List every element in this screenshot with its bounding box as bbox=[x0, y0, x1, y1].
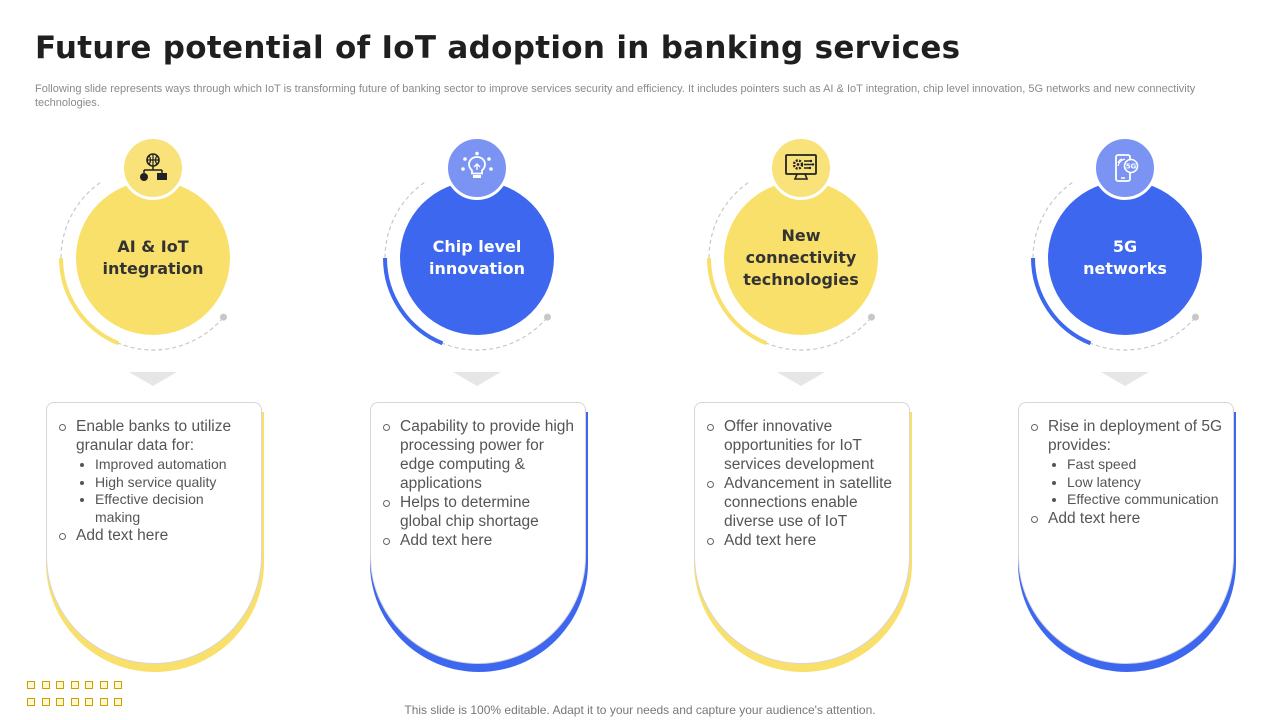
bullet-text: Add text here bbox=[1048, 509, 1141, 527]
bullet-item: Add text here bbox=[705, 531, 899, 550]
info-card: Enable banks to utilize granular data fo… bbox=[46, 402, 262, 664]
bullet-item: Offer innovative opportunities for IoT s… bbox=[705, 417, 899, 474]
bullet-list: Capability to provide high processing po… bbox=[381, 417, 575, 550]
decorative-dot bbox=[70, 681, 79, 689]
bullet-item: Helps to determine global chip shortage bbox=[381, 493, 575, 531]
bullet-list: Rise in deployment of 5G provides:Fast s… bbox=[1029, 417, 1223, 528]
bullet-text: Advancement in satellite connections ena… bbox=[724, 475, 893, 530]
column-4: 5G networks 5G Rise in deployment of 5G pr… bbox=[1018, 130, 1248, 690]
bullet-text: Add text here bbox=[76, 527, 169, 544]
network-globe-icon bbox=[138, 153, 168, 183]
page-title: Future potential of IoT adoption in bank… bbox=[35, 30, 961, 66]
bullet-text: Add text here bbox=[400, 532, 493, 549]
bullet-item: Advancement in satellite connections ena… bbox=[705, 474, 899, 531]
svg-text:5G: 5G bbox=[1126, 163, 1137, 171]
pointer-arrow bbox=[777, 372, 825, 386]
bullet-text: Rise in deployment of 5G provides: bbox=[1048, 418, 1223, 454]
decorative-dot bbox=[99, 681, 108, 689]
decorative-dot bbox=[114, 681, 122, 689]
monitor-gear-icon bbox=[784, 153, 818, 183]
footer-note: This slide is 100% editable. Adapt it to… bbox=[404, 703, 876, 717]
sub-bullet-item: Low latency bbox=[1048, 474, 1223, 492]
decorative-arc bbox=[59, 182, 227, 351]
bullet-text: Helps to determine global chip shortage bbox=[400, 494, 539, 530]
bullet-list: Enable banks to utilize granular data fo… bbox=[57, 417, 251, 545]
decorative-dot bbox=[70, 698, 79, 706]
icon-badge bbox=[121, 136, 185, 200]
bullet-item: Capability to provide high processing po… bbox=[381, 417, 575, 493]
decorative-dot bbox=[27, 681, 35, 689]
decorative-dot bbox=[56, 681, 64, 689]
decorative-dot bbox=[85, 681, 93, 689]
pointer-arrow bbox=[1101, 372, 1149, 386]
sub-bullet-item: Effective communication bbox=[1048, 491, 1223, 509]
pointer-arrow bbox=[453, 372, 501, 386]
lightbulb-circuit-icon bbox=[460, 151, 494, 185]
icon-badge: 5G bbox=[1093, 136, 1157, 200]
phone-5g-icon: 5G bbox=[1108, 151, 1142, 185]
bullet-item: Add text here bbox=[1029, 509, 1223, 528]
decorative-dot bbox=[114, 698, 122, 706]
decorative-arc bbox=[383, 182, 551, 351]
info-card: Rise in deployment of 5G provides:Fast s… bbox=[1018, 402, 1234, 664]
icon-badge bbox=[445, 136, 509, 200]
bullet-text: Offer innovative opportunities for IoT s… bbox=[724, 418, 874, 473]
sub-bullet-item: Effective decision making bbox=[76, 491, 251, 526]
sub-bullet-item: Fast speed bbox=[1048, 456, 1223, 474]
sub-bullet-item: High service quality bbox=[76, 474, 251, 492]
pointer-arrow bbox=[129, 372, 177, 386]
column-heading: Chip level innovation bbox=[400, 181, 554, 335]
bullet-text: Add text here bbox=[724, 532, 817, 549]
column-heading: New connectivity technologies bbox=[724, 181, 878, 335]
column-heading: AI & IoT integration bbox=[76, 181, 230, 335]
decorative-dot bbox=[41, 698, 50, 706]
bullet-item: Rise in deployment of 5G provides:Fast s… bbox=[1029, 417, 1223, 509]
info-card: Capability to provide high processing po… bbox=[370, 402, 586, 664]
icon-badge bbox=[769, 136, 833, 200]
decorative-arc bbox=[1031, 182, 1199, 351]
bullet-list: Offer innovative opportunities for IoT s… bbox=[705, 417, 899, 550]
decorative-dot bbox=[56, 698, 64, 706]
info-card: Offer innovative opportunities for IoT s… bbox=[694, 402, 910, 664]
decorative-dot bbox=[41, 681, 50, 689]
decorative-dot bbox=[99, 698, 108, 706]
bullet-text: Capability to provide high processing po… bbox=[400, 418, 575, 492]
page-subtitle: Following slide represents ways through … bbox=[35, 83, 1196, 109]
bullet-item: Add text here bbox=[57, 526, 251, 545]
decorative-dot bbox=[27, 698, 35, 706]
decorative-arc bbox=[707, 182, 875, 351]
column-heading: 5G networks bbox=[1048, 181, 1202, 335]
bullet-item: Add text here bbox=[381, 531, 575, 550]
bullet-text: Enable banks to utilize granular data fo… bbox=[76, 418, 232, 454]
bullet-item: Enable banks to utilize granular data fo… bbox=[57, 417, 251, 526]
sub-bullet-item: Improved automation bbox=[76, 456, 251, 474]
decorative-dot bbox=[85, 698, 93, 706]
